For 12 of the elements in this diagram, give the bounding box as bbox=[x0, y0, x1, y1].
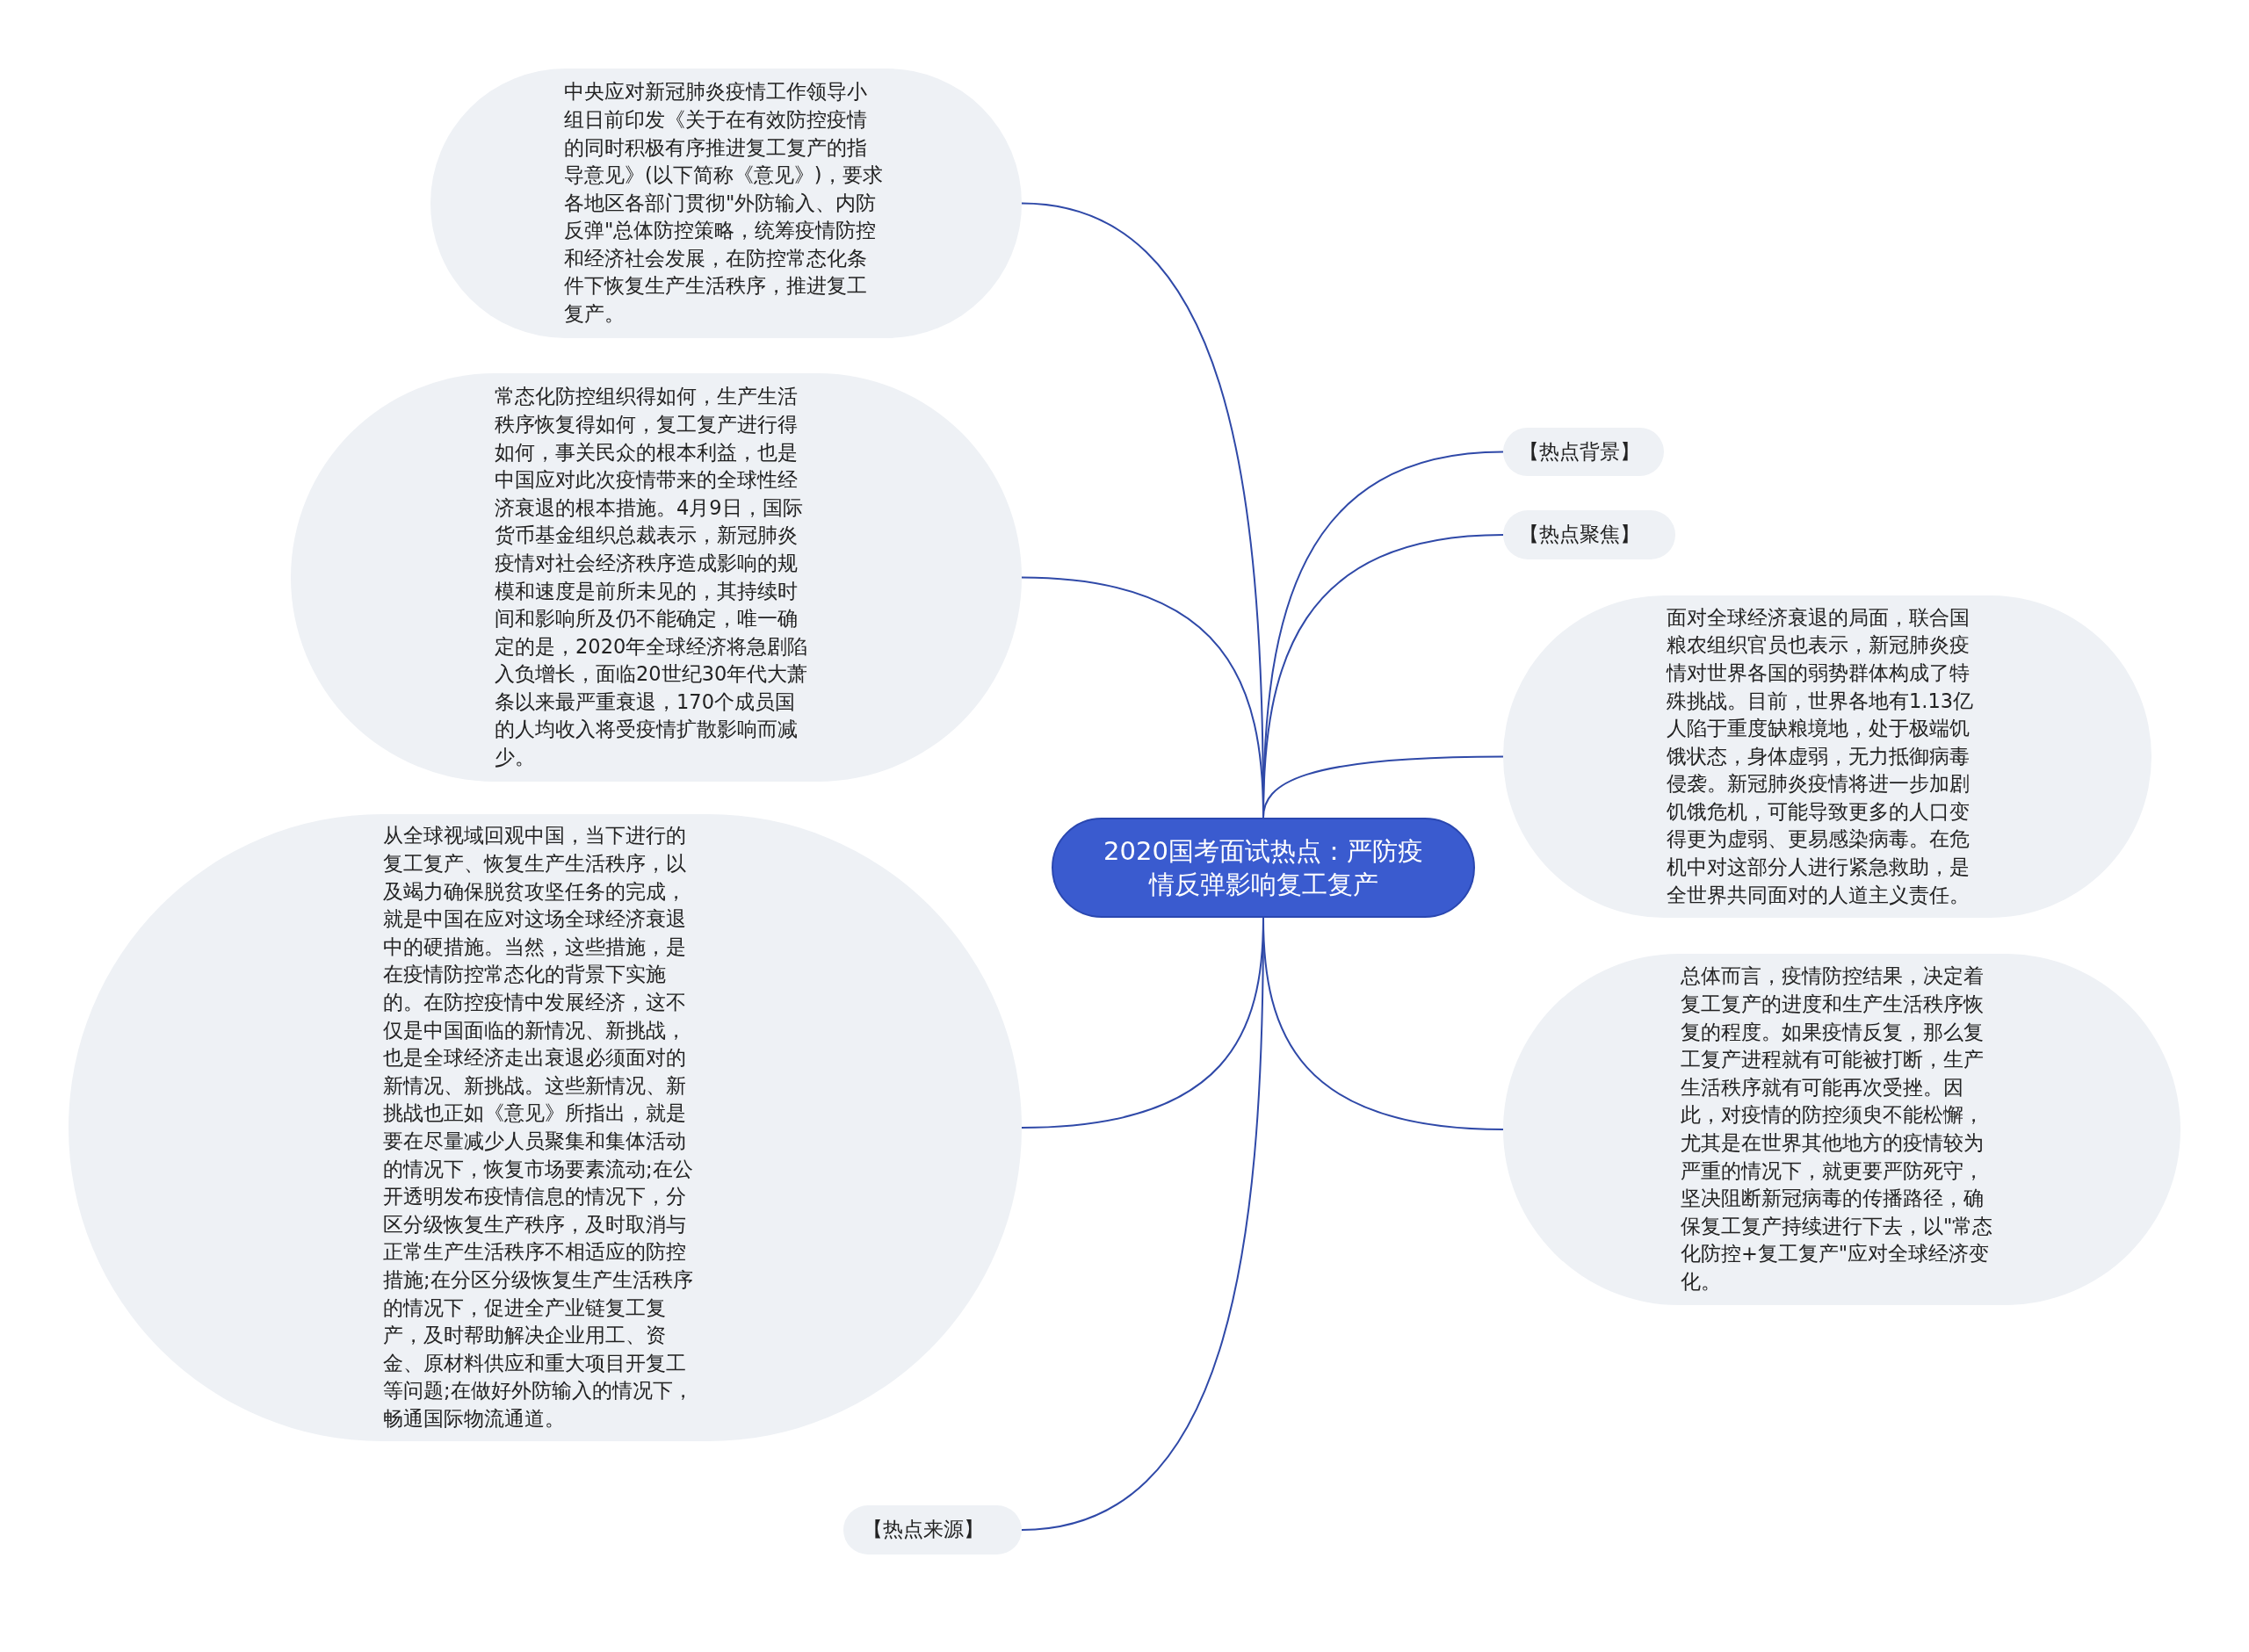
topic-text: 面对全球经济衰退的局面，联合国粮农组织官员也表示，新冠肺炎疫情对世界各国的弱势群体构成了特殊挑战。目前，世界各地有1.13亿人陷于重度缺粮境地，处于极端饥饿状态，身体虚弱，无力抵御病毒侵袭。新冠肺炎疫情将进一步加剧饥饿危机，可能导致更多的人口变得更为虚弱、更易感染病毒。在危机中对这部分人进行紧急救助，是全世界共同面对的人道主义责任。 bbox=[1667, 604, 1975, 908]
central-topic-text: 2020国考面试热点：严防疫情反弹影响复工复产 bbox=[1103, 835, 1424, 901]
connector-line bbox=[1262, 755, 1504, 819]
topic-text: 【热点来源】 bbox=[863, 1517, 984, 1543]
topic-text: 总体而言，疫情防控结果，决定着复工复产的进度和生产生活秩序恢复的程度。如果疫情反复，那么复工复产进程就有可能被打断，生产生活秩序就有可能再次受挫。因此，对疫情的防控须臾不能松懈，尤其是在世界其他地方的疫情较为严重的情况下，就更要严防死守，坚决阻断新冠病毒的传播路径，确保复工复产持续进行下去，以"常态化防控+复工复产"应对全球经济变化。 bbox=[1681, 963, 1994, 1295]
topic-text: 常态化防控组织得如何，生产生活秩序恢复得如何，复工复产进行得如何，事关民众的根本利益，也是中国应对此次疫情带来的全球性经济衰退的根本措施。4月9日，国际货币基金组织总裁表示，新冠肺炎疫情对社会经济秩序造成影响的规模和速度是前所未见的，其持续时间和影响所及仍不能确定，唯一确定的是，2020年全球经济将急剧陷入负增长，面临20世纪30年代大萧条以来最严重衰退，170个成员国的人均收入将受疫情扩散影响而减少。 bbox=[495, 384, 809, 771]
topic-text: 从全球视域回观中国，当下进行的复工复产、恢复生产生活秩序，以及竭力确保脱贫攻坚任务的完成，就是中国在应对这场全球经济衰退中的硬措施。当然，这些措施，是在疫情防控常态化的背景下实施的。在防控疫情中发展经济，这不仅是中国面临的新情况、新挑战，也是全球经济走出衰退必须面对的新情况、新挑战。这些新情况、新挑战也正如《意见》所指出，就是要在尽量减少人员聚集和集体活动的情况下，恢复市场要素流动;在公开透明发布疫情信息的情况下，分区分级恢复生产秩序，及时取消与正常生产生活秩序不相适应的防控措施;在分区分级恢复生产生活秩序的情况下，促进全产业链复工复产，及时帮助解决企业用工、资金、原材料供应和重大项目开复工等问题;在做好外防输入的情况下，畅通国际物流通道。 bbox=[383, 823, 694, 1432]
topic-bubble bbox=[843, 1505, 1022, 1555]
topic-text: 【热点聚焦】 bbox=[1519, 522, 1640, 548]
topic-bubble bbox=[1503, 510, 1675, 559]
topic-text: 【热点背景】 bbox=[1519, 438, 1640, 465]
topic-text: 中央应对新冠肺炎疫情工作领导小组日前印发《关于在有效防控疫情的同时积极有序推进复工复产的指导意见》(以下简称《意见》)，要求各地区各部门贯彻"外防输入、内防反弹"总体防控策略，统筹疫情防控和经济社会发展，在防控常态化条件下恢复生产生活秩序，推进复工复产。 bbox=[564, 79, 884, 328]
